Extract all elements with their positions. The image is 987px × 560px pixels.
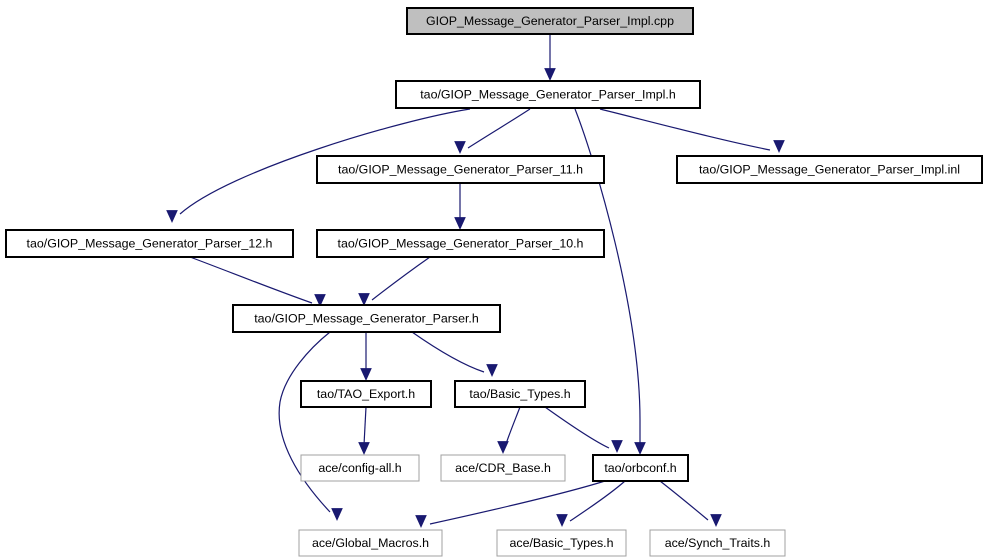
edge-tao-giop-message-generator-parser-impl-h-to-tao-giop-message-generator-parser-impl-inl — [599, 108, 785, 153]
edge-tao-giop-message-generator-parser-h-to-ace-global-macros-h — [278, 331, 343, 521]
edge-giop-message-generator-parser-impl-cpp-to-tao-giop-message-generator-parser-impl-h — [544, 34, 556, 81]
arrowhead-icon — [454, 141, 466, 154]
edge-tao-basic-types-h-to-tao-orbconf-h — [544, 406, 623, 453]
arrowhead-icon — [544, 68, 556, 81]
node-label: tao/TAO_Export.h — [317, 387, 415, 401]
node-label: tao/GIOP_Message_Generator_Parser_11.h — [338, 162, 583, 176]
edge-tao-tao-export-h-to-ace-config-all-h — [358, 406, 370, 455]
arrowhead-icon — [166, 210, 178, 223]
node-tao-giop-message-generator-parser-impl-h[interactable]: tao/GIOP_Message_Generator_Parser_Impl.h — [395, 80, 701, 109]
arrowhead-icon — [415, 515, 427, 528]
node-ace-synch-traits-h[interactable]: ace/Synch_Traits.h — [649, 529, 786, 557]
node-box[interactable] — [454, 380, 586, 408]
node-box[interactable] — [649, 529, 786, 557]
node-ace-config-all-h[interactable]: ace/config-all.h — [300, 454, 420, 482]
arrowhead-icon — [360, 368, 372, 381]
node-label: ace/config-all.h — [318, 461, 401, 475]
arrowhead-icon — [497, 441, 509, 454]
node-box[interactable] — [300, 380, 432, 408]
arrowhead-icon — [486, 364, 498, 377]
node-box[interactable] — [676, 155, 983, 184]
node-box[interactable] — [496, 529, 627, 557]
node-label: ace/Basic_Types.h — [509, 536, 613, 550]
node-tao-giop-message-generator-parser-h[interactable]: tao/GIOP_Message_Generator_Parser.h — [232, 304, 501, 333]
arrowhead-icon — [358, 442, 370, 455]
arrowhead-icon — [773, 140, 785, 153]
node-label: tao/orbconf.h — [604, 461, 676, 475]
node-ace-global-macros-h[interactable]: ace/Global_Macros.h — [298, 529, 443, 557]
node-box[interactable] — [232, 304, 501, 333]
edge-tao-giop-message-generator-parser-impl-h-to-tao-giop-message-generator-parser-12-h — [166, 108, 471, 223]
node-box[interactable] — [300, 454, 420, 482]
edge-tao-giop-message-generator-parser-h-to-tao-tao-export-h — [360, 332, 372, 381]
arrowhead-icon — [710, 514, 722, 527]
node-box[interactable] — [440, 454, 566, 482]
node-label: tao/GIOP_Message_Generator_Parser.h — [254, 311, 479, 325]
edge-tao-giop-message-generator-parser-11-h-to-tao-giop-message-generator-parser-10-h — [454, 183, 466, 230]
edge-tao-giop-message-generator-parser-impl-h-to-tao-orbconf-h — [574, 108, 646, 455]
edge-tao-basic-types-h-to-ace-cdr-base-h — [497, 406, 521, 454]
node-giop-message-generator-parser-impl-cpp[interactable]: GIOP_Message_Generator_Parser_Impl.cpp — [406, 7, 694, 35]
node-label: tao/GIOP_Message_Generator_Parser_Impl.i… — [699, 162, 960, 176]
arrowhead-icon — [634, 442, 646, 455]
edge-tao-orbconf-h-to-ace-global-macros-h — [415, 480, 606, 528]
node-tao-basic-types-h[interactable]: tao/Basic_Types.h — [454, 380, 586, 408]
node-ace-basic-types-h[interactable]: ace/Basic_Types.h — [496, 529, 627, 557]
node-box[interactable] — [316, 155, 605, 184]
node-label: tao/GIOP_Message_Generator_Parser_10.h — [338, 236, 584, 250]
nodes-layer: GIOP_Message_Generator_Parser_Impl.cppta… — [5, 7, 983, 557]
node-box[interactable] — [395, 80, 701, 109]
node-tao-giop-message-generator-parser-11-h[interactable]: tao/GIOP_Message_Generator_Parser_11.h — [316, 155, 605, 184]
node-label: ace/Synch_Traits.h — [665, 536, 771, 550]
node-label: GIOP_Message_Generator_Parser_Impl.cpp — [426, 14, 674, 28]
node-tao-orbconf-h[interactable]: tao/orbconf.h — [592, 454, 689, 482]
arrowhead-icon — [358, 293, 370, 306]
arrowhead-icon — [611, 440, 623, 453]
edges-layer — [166, 34, 785, 528]
node-label: ace/CDR_Base.h — [455, 461, 551, 475]
node-tao-giop-message-generator-parser-10-h[interactable]: tao/GIOP_Message_Generator_Parser_10.h — [316, 229, 605, 258]
edge-tao-orbconf-h-to-ace-synch-traits-h — [659, 480, 722, 527]
node-tao-giop-message-generator-parser-impl-inl[interactable]: tao/GIOP_Message_Generator_Parser_Impl.i… — [676, 155, 983, 184]
edge-tao-giop-message-generator-parser-10-h-to-tao-giop-message-generator-parser-h — [358, 256, 431, 306]
node-box[interactable] — [5, 229, 294, 258]
arrowhead-icon — [314, 294, 326, 307]
node-label: tao/GIOP_Message_Generator_Parser_Impl.h — [420, 87, 676, 101]
node-tao-giop-message-generator-parser-12-h[interactable]: tao/GIOP_Message_Generator_Parser_12.h — [5, 229, 294, 258]
edge-tao-giop-message-generator-parser-12-h-to-tao-giop-message-generator-parser-h — [189, 256, 326, 307]
node-label: tao/GIOP_Message_Generator_Parser_12.h — [27, 236, 273, 250]
node-box[interactable] — [592, 454, 689, 482]
node-tao-tao-export-h[interactable]: tao/TAO_Export.h — [300, 380, 432, 408]
edge-tao-giop-message-generator-parser-impl-h-to-tao-giop-message-generator-parser-11-h — [454, 108, 531, 154]
node-ace-cdr-base-h[interactable]: ace/CDR_Base.h — [440, 454, 566, 482]
node-box[interactable] — [298, 529, 443, 557]
edge-tao-orbconf-h-to-ace-basic-types-h — [556, 480, 626, 527]
node-box[interactable] — [316, 229, 605, 258]
arrowhead-icon — [454, 217, 466, 230]
node-label: tao/Basic_Types.h — [469, 387, 570, 401]
edge-tao-giop-message-generator-parser-h-to-tao-basic-types-h — [411, 331, 498, 377]
arrowhead-icon — [556, 514, 568, 527]
node-label: ace/Global_Macros.h — [312, 536, 429, 550]
node-box[interactable] — [406, 7, 694, 35]
arrowhead-icon — [331, 508, 343, 521]
